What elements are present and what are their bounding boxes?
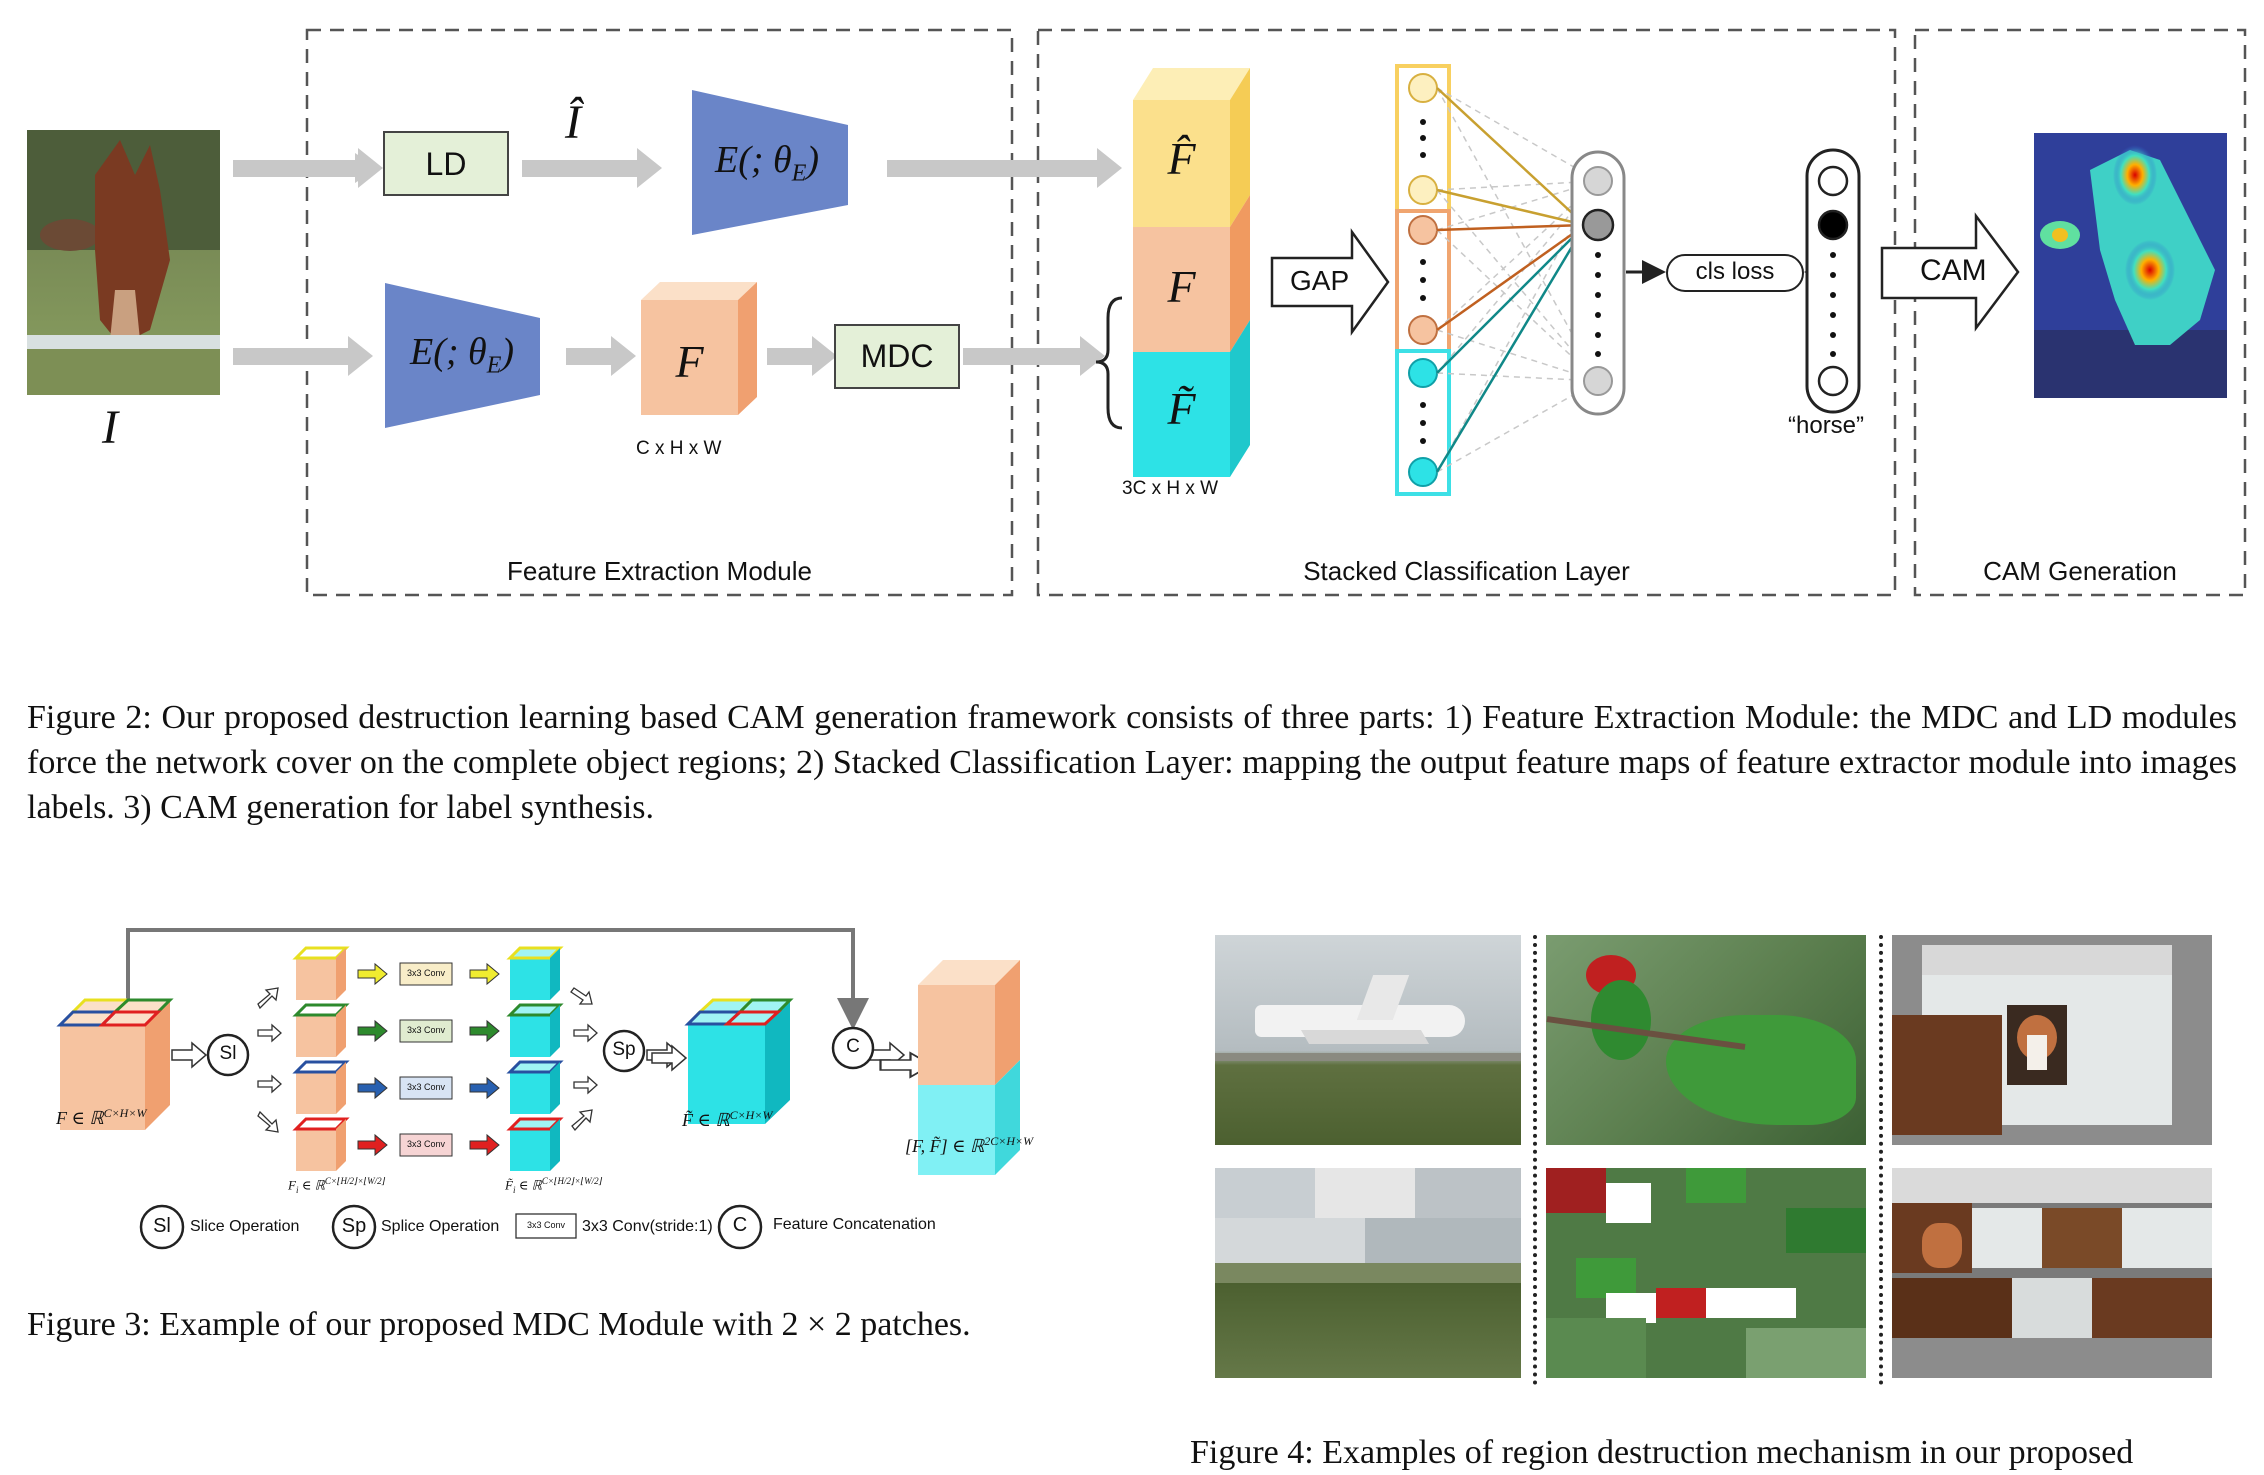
cls-loss-box [1666, 254, 1804, 292]
slice-cubes [292, 946, 350, 1171]
fi-math-label: Fi ∈ ℝC×⌊H/2⌋×⌊W/2⌋ [288, 1176, 386, 1195]
concat-math-label: [F, F̃] ∈ ℝ2C×H×W [905, 1134, 1034, 1156]
encoder-bottom [385, 283, 540, 428]
conv-label-3: 3x3 Conv [406, 1082, 446, 1092]
stacked-feature-block [1133, 68, 1250, 477]
input-math-label: F ∈ ℝC×H×W [56, 1106, 147, 1128]
legend-slice-text: Slice Operation [190, 1218, 300, 1235]
conv-output-cubes [506, 946, 564, 1171]
cam-arrow [1880, 212, 2020, 332]
ld-label: LD [425, 146, 467, 182]
dog-destroyed-image [1892, 1168, 2212, 1378]
cam-heatmap-image [2034, 133, 2227, 398]
legend-conv-box-label: 3x3 Conv [526, 1220, 566, 1230]
parrot-original-image [1546, 935, 1866, 1145]
parrot-destroyed-image [1546, 1168, 1866, 1378]
divider-1 [1533, 935, 1537, 1385]
legend-splice-symbol: Sp [341, 1215, 367, 1237]
ld-box [383, 131, 509, 196]
cam-generation-border [1913, 28, 2247, 597]
legend-conv-box [515, 1213, 577, 1239]
dog-original-image [1892, 935, 2212, 1145]
label-vector [1805, 148, 1861, 414]
figure-3: Sl Sp C 3x3 Conv 3x3 Conv 3x3 Conv 3x3 C… [0, 900, 1140, 1280]
concat-symbol: C [846, 1036, 860, 1057]
ftilde-i-math-label: F̃i ∈ ℝC×⌊H/2⌋×⌊W/2⌋ [505, 1176, 603, 1195]
input-label: I [102, 401, 118, 454]
legend-slice-symbol: Sl [153, 1215, 171, 1237]
cam-label: CAM [1920, 254, 1987, 287]
encoder-bottom-label: E(; θE) [410, 331, 515, 379]
ftilde-math-label: F̃ ∈ ℝC×H×W [682, 1108, 773, 1130]
slice-symbol: Sl [219, 1043, 237, 1064]
mdc-box [834, 324, 960, 389]
input-horse-image [27, 130, 220, 395]
legend-concat-symbol: C [732, 1214, 748, 1236]
legend-splice-text: Splice Operation [381, 1218, 500, 1235]
figure-4-caption: Figure 4: Examples of region destruction… [1190, 1434, 2134, 1471]
concat-op-circle [831, 1026, 875, 1070]
feature-extraction-border [305, 28, 1014, 597]
figure-4 [1215, 935, 2215, 1385]
figure-3-caption: Figure 3: Example of our proposed MDC Mo… [27, 1306, 971, 1343]
figure-2: I Î LD MDC E(; θE) E(; θE) F C x H x W F… [0, 0, 2264, 640]
feature-f-label: F [675, 336, 704, 387]
stack-tilde-label: F̃ [1167, 383, 1196, 434]
concat-output-cube [918, 960, 1020, 1175]
class-label: “horse” [1788, 412, 1865, 439]
airplane-destroyed-image [1215, 1168, 1521, 1378]
legend-splice-circle [331, 1204, 377, 1250]
gap-label: GAP [1290, 265, 1350, 296]
legend-concat-text: Feature Concatenation [773, 1216, 936, 1233]
figure-3-diagram [56, 928, 1020, 1250]
legend-slice-circle [139, 1204, 185, 1250]
brace [1095, 296, 1123, 430]
figure-2-diagram [27, 28, 2247, 597]
legend-concat-circle [717, 1204, 763, 1250]
splice-symbol: Sp [612, 1039, 636, 1060]
encoder-top-label: E(; θE) [715, 139, 820, 187]
divider-2 [1879, 935, 1883, 1385]
splice-op-circle [602, 1029, 646, 1073]
section-stacked-classification: Stacked Classification Layer [1303, 556, 1630, 586]
input-hat-label: Î [565, 96, 581, 149]
feature-dims: C x H x W [636, 438, 722, 459]
stack-hat-label: F̂ [1167, 133, 1196, 184]
stack-f-label: F [1167, 261, 1196, 312]
cls-loss-label: cls loss [1695, 258, 1775, 285]
feature-cube-f [641, 282, 757, 415]
slice-op-circle [206, 1033, 250, 1077]
figure-2-caption: Figure 2: Our proposed destruction learn… [27, 699, 2237, 826]
airplane-original-image [1215, 935, 1521, 1145]
conv-label-2: 3x3 Conv [406, 1025, 446, 1035]
section-cam-generation: CAM Generation [1983, 556, 2177, 586]
spliced-cube [684, 998, 794, 1124]
mdc-label: MDC [860, 338, 934, 374]
conv-label-4: 3x3 Conv [406, 1139, 446, 1149]
mdc-input-cube [56, 998, 174, 1130]
conv-label-1: 3x3 Conv [406, 968, 446, 978]
stacked-classification-border [1036, 28, 1897, 597]
gap-arrow [1270, 228, 1390, 336]
section-feature-extraction: Feature Extraction Module [507, 556, 812, 586]
stack-dims: 3C x H x W [1122, 478, 1219, 499]
encoder-top [692, 90, 848, 235]
legend-conv-text: 3x3 Conv(stride:1) [582, 1218, 713, 1235]
